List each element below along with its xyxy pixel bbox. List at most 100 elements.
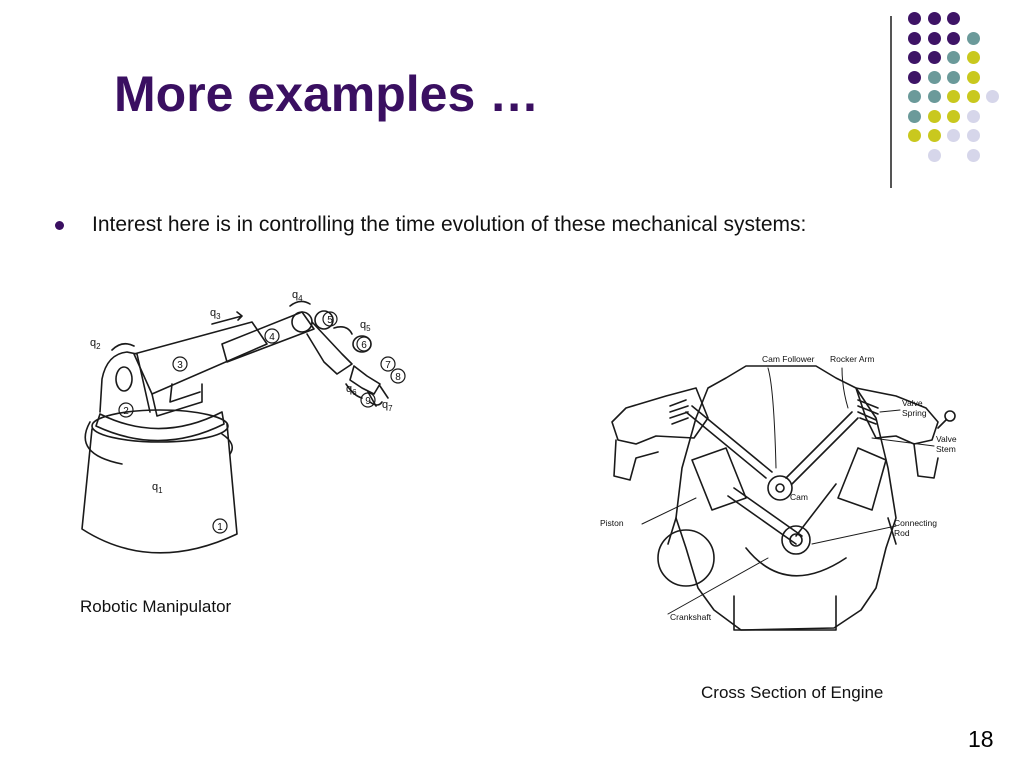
- robot-base-ring: [95, 411, 225, 442]
- joint-circle-6: [356, 336, 372, 352]
- decorative-dot-icon: [927, 129, 941, 142]
- joint-number-1: 1: [217, 522, 223, 533]
- left-pushrod: [685, 411, 767, 479]
- label-q4: q4: [292, 289, 303, 303]
- left-valve-spring: [669, 399, 689, 425]
- decorative-dot-icon: [927, 31, 941, 45]
- label-valve-spring-line2: Spring: [902, 408, 927, 418]
- crankshaft-left-journal: [657, 529, 715, 587]
- robot-column: [99, 351, 151, 413]
- right-head-cover: [855, 387, 939, 445]
- decorative-dot-icon: [908, 109, 921, 123]
- leader-crankshaft: [667, 557, 769, 615]
- robot-gripper: [349, 365, 381, 395]
- crankcase-ridge: [667, 517, 897, 545]
- left-pushrod-2: [691, 405, 773, 473]
- q3-arrow: [211, 311, 243, 325]
- joint-number-5: 5: [327, 315, 333, 326]
- engine-cross-section-diagram: Cam Follower Rocker Arm Valve Spring Val…: [600, 354, 957, 631]
- joint-number-7: 7: [385, 360, 391, 371]
- label-valve-stem-line1: Valve: [936, 434, 957, 444]
- robot-shoulder-joint: [115, 366, 133, 392]
- robot-wrist: [306, 321, 353, 375]
- label-cam: Cam: [790, 492, 808, 502]
- decorative-dot-icon: [947, 12, 960, 25]
- leader-cam-follower: [767, 367, 777, 469]
- label-valve-stem-line2: Stem: [936, 444, 956, 454]
- decorative-dot-icon: [947, 90, 960, 103]
- bullet-text: Interest here is in controlling the time…: [92, 213, 807, 236]
- joint-circle-5: [322, 311, 338, 327]
- decorative-dot-icon: [966, 31, 980, 45]
- left-connecting-rod-2: [733, 487, 803, 537]
- decorative-dot-icon: [947, 70, 960, 84]
- joint-circle-9: [360, 392, 376, 408]
- label-cam-follower: Cam Follower: [762, 354, 815, 364]
- joint-circle-2: [118, 402, 134, 418]
- joint-number-8: 8: [395, 372, 401, 383]
- q4-arrow: [289, 300, 311, 307]
- decorative-dot-icon: [908, 129, 921, 142]
- right-piston: [837, 447, 887, 511]
- right-pushrod-2: [791, 417, 859, 485]
- label-valve-spring-line1: Valve: [902, 398, 923, 408]
- label-connecting-rod-line1: Connecting: [894, 518, 937, 528]
- robot-manipulator-diagram: 2 3 4 5 6 7 8 9 1 q1 q2 q3 q4 q5 q6 q7: [81, 289, 406, 554]
- joint-circle-1: [212, 518, 228, 534]
- decorative-dot-icon: [927, 12, 941, 25]
- dipstick-ring: [944, 410, 956, 422]
- decorative-dot-icon: [908, 51, 921, 64]
- left-head-cover: [611, 387, 709, 445]
- decorative-dot-icon: [947, 109, 960, 123]
- decorative-dot-icon: [966, 51, 980, 64]
- leader-connecting-rod: [811, 525, 897, 545]
- joint-circle-4: [264, 328, 280, 344]
- base-rotation-arrow: [84, 421, 233, 465]
- label-q7: q7: [382, 399, 393, 413]
- decorative-dot-icon: [966, 148, 980, 162]
- joint-number-6: 6: [361, 340, 367, 351]
- robot-upper-arm-side: [151, 383, 203, 417]
- decorative-dot-grid: [908, 12, 1008, 172]
- joint-number-4: 4: [269, 332, 275, 343]
- crank-pin-inner: [789, 533, 803, 547]
- decorative-dot-icon: [908, 31, 921, 45]
- decorative-dot-icon: [927, 148, 941, 162]
- joint-circle-3: [172, 356, 188, 372]
- slide-title: More examples …: [114, 66, 540, 122]
- robot-caption: Robotic Manipulator: [80, 597, 232, 616]
- left-piston: [691, 447, 747, 511]
- label-piston: Piston: [600, 518, 624, 528]
- joint-circle-8: [390, 368, 406, 384]
- label-rocker-arm: Rocker Arm: [830, 354, 874, 364]
- robot-base-top: [91, 409, 229, 443]
- joint-number-3: 3: [177, 360, 183, 371]
- decorative-dot-icon: [966, 70, 980, 84]
- right-valve-spring: [857, 399, 879, 425]
- label-q1: q1: [152, 481, 163, 495]
- shoulder-rotation-arrow: [111, 342, 135, 351]
- decorative-dot-icon: [986, 90, 999, 103]
- oil-pan: [733, 595, 837, 631]
- leader-valve-stem: [871, 437, 935, 447]
- leader-valve-spring: [879, 409, 901, 413]
- wrist-joint-5: [314, 310, 334, 330]
- robot-base: [81, 423, 238, 554]
- title-divider: [890, 16, 892, 188]
- decorative-dot-icon: [908, 70, 921, 84]
- decorative-dot-icon: [947, 31, 960, 45]
- cam-center: [775, 483, 785, 493]
- right-pushrod: [785, 411, 853, 479]
- decorative-dot-icon: [927, 51, 941, 64]
- decorative-dot-icon: [908, 12, 921, 25]
- leader-piston: [641, 497, 697, 525]
- dipstick: [937, 419, 947, 429]
- q7-arrow: [369, 401, 383, 406]
- q5-arrow: [333, 326, 353, 335]
- q6-arrow: [345, 383, 363, 399]
- decorative-dot-icon: [947, 129, 960, 142]
- page-number: 18: [968, 726, 994, 752]
- right-exhaust: [913, 443, 939, 479]
- decorative-dot-icon: [966, 90, 980, 103]
- label-q6: q6: [346, 383, 357, 397]
